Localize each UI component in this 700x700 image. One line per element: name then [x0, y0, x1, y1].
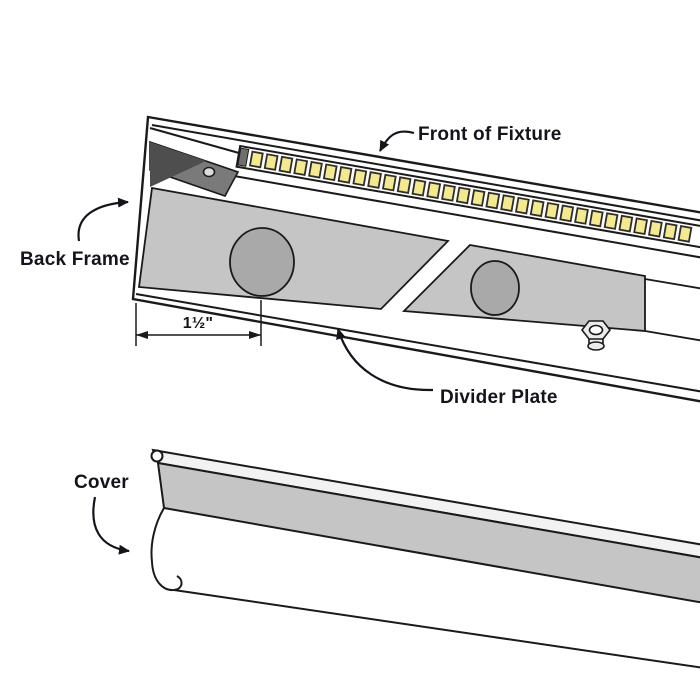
led-chip	[677, 225, 693, 243]
hole-large	[229, 227, 295, 297]
led-chip	[500, 194, 516, 212]
front-lip-line	[233, 175, 700, 259]
cover-face	[156, 461, 700, 604]
led-chip	[588, 209, 604, 228]
led-chip	[603, 212, 619, 230]
arrow-cover	[92, 496, 130, 555]
back-rail-inner-line	[151, 124, 700, 222]
led-chip	[322, 163, 338, 182]
led-chip	[337, 166, 353, 184]
led-chip	[544, 201, 560, 220]
dim-arrow-right	[249, 331, 261, 339]
led-chip	[574, 207, 589, 225]
cover	[150, 448, 700, 669]
led-chip	[618, 214, 634, 233]
led-chip	[293, 158, 309, 177]
led-chip	[514, 196, 530, 215]
led-chip	[367, 171, 382, 189]
hex-nut	[580, 320, 612, 351]
led-chip	[396, 176, 412, 194]
led-strip	[235, 144, 700, 249]
label-front-of-fixture: Front of Fixture	[418, 124, 562, 145]
led-chip	[352, 168, 368, 187]
led-chip	[455, 186, 471, 205]
dimension-label: 1½"	[183, 315, 213, 332]
nut-top	[588, 324, 604, 336]
labels: Front of Fixture Back Frame Divider Plat…	[20, 124, 562, 493]
nut-base	[587, 341, 605, 351]
led-chip	[485, 191, 501, 210]
led-chip	[529, 199, 545, 218]
divider-plate-left	[137, 186, 450, 310]
dimension-callout: 1½"	[135, 300, 262, 346]
led-chip	[647, 219, 663, 238]
led-chip	[308, 160, 323, 179]
endcap-top-line	[149, 127, 240, 154]
cover-hook	[151, 561, 183, 592]
cover-bottom-line	[173, 589, 700, 669]
led-row	[248, 150, 693, 243]
label-back-frame: Back Frame	[20, 249, 130, 270]
hole-small	[470, 260, 520, 316]
led-chip	[559, 204, 575, 223]
end-cap-shadow	[150, 142, 206, 187]
led-chip	[278, 155, 294, 174]
end-cap-screw	[202, 166, 216, 178]
divider-plate	[137, 186, 700, 342]
arrow-divider-plate	[336, 328, 434, 392]
led-chip	[248, 150, 264, 169]
label-divider-plate: Divider Plate	[440, 387, 558, 408]
cover-roll-edge	[150, 449, 164, 463]
led-chip	[263, 153, 279, 171]
led-chip	[381, 173, 397, 192]
led-chip	[411, 178, 427, 197]
led-chip	[633, 217, 649, 236]
led-chip	[662, 222, 678, 241]
channel-top-continuation	[644, 278, 700, 290]
arrow-back-frame	[77, 197, 129, 242]
led-chip	[441, 184, 456, 202]
end-cap	[149, 140, 240, 197]
led-chip	[470, 189, 486, 207]
arrow-front-of-fixture	[379, 130, 415, 152]
led-strip-base	[235, 144, 700, 249]
cover-left-end-line	[150, 507, 165, 563]
channel-bottom-continuation	[644, 330, 700, 342]
label-cover: Cover	[74, 472, 129, 493]
dim-arrow-left	[136, 331, 148, 339]
led-chip	[426, 181, 442, 200]
label-arrows	[77, 130, 434, 555]
led-strip-endcap	[237, 147, 250, 167]
bottom-rail-inner-line	[135, 293, 700, 393]
